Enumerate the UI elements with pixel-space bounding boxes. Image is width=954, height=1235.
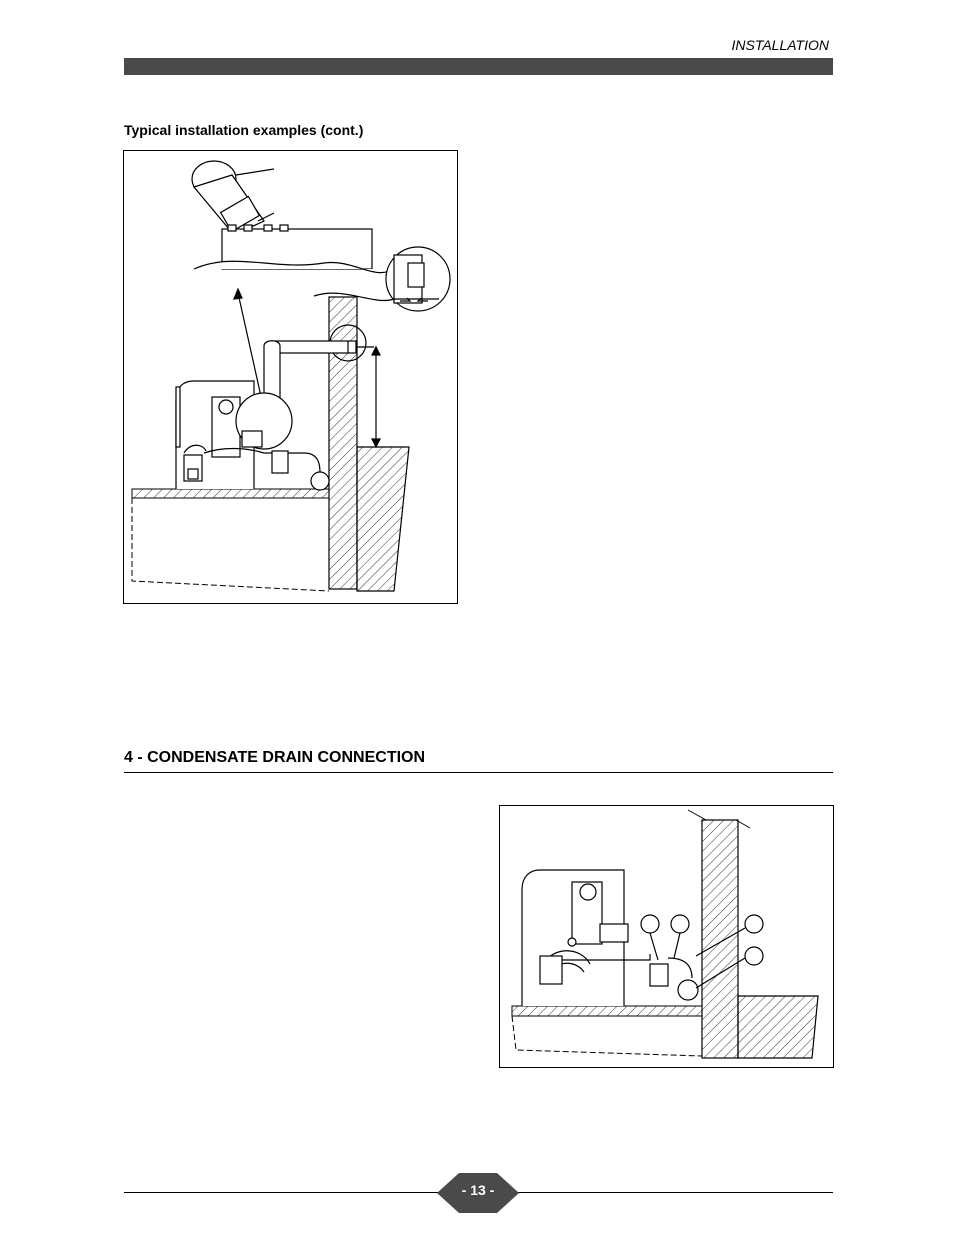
floor	[511, 1005, 703, 1017]
condensate-drain-figure	[499, 805, 834, 1068]
floor	[131, 488, 330, 499]
detail-arrow	[233, 287, 263, 402]
installation-figure	[123, 150, 458, 604]
header-section-label: INSTALLATION	[731, 37, 829, 53]
boiler-body	[175, 380, 330, 491]
wall	[701, 819, 739, 1059]
height-dimension	[371, 345, 381, 449]
section-title: 4 - CONDENSATE DRAIN CONNECTION	[124, 749, 426, 766]
flue-pipe	[191, 160, 275, 236]
callout-circles	[640, 914, 764, 989]
section-rule	[124, 772, 833, 773]
installation-drawing	[131, 160, 451, 592]
ground-outside	[737, 995, 819, 1059]
ground-outside	[356, 446, 410, 592]
boiler-body	[521, 869, 699, 1006]
page-number-badge	[437, 1173, 519, 1213]
header-bar	[124, 58, 833, 75]
page-number: - 13 -	[461, 1182, 495, 1198]
figure-caption: Typical installation examples (cont.)	[124, 122, 364, 138]
boiler-top	[193, 224, 395, 302]
condensate-drain-drawing	[511, 809, 819, 1059]
